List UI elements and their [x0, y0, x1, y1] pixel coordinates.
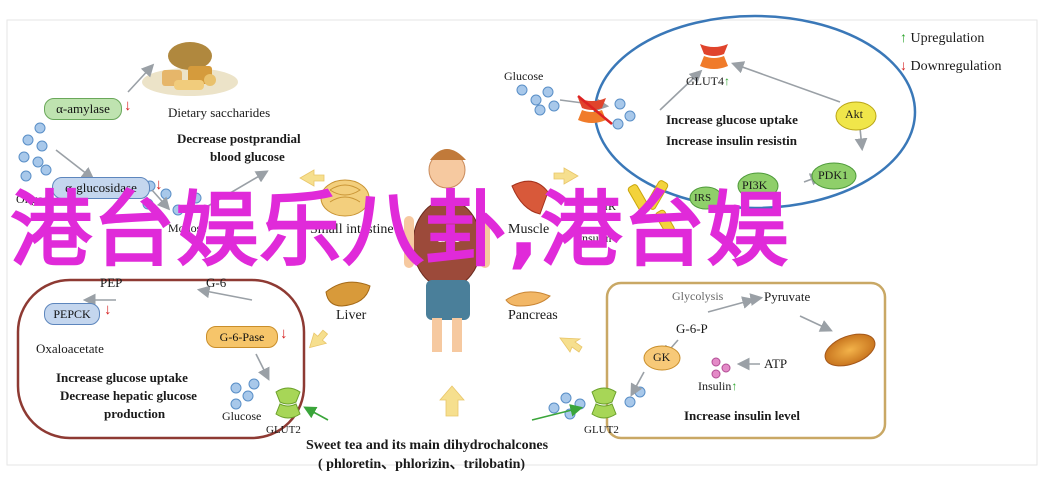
glucose-molecules-top: [516, 84, 636, 130]
insulin-label-bottom: Insulin↑: [698, 379, 738, 393]
glut4-transporter: [577, 44, 728, 125]
pepck-pill: PEPCK: [44, 303, 100, 325]
oxaloacetate-label: Oxaloacetate: [36, 341, 104, 356]
increase-insulin-level: Increase insulin level: [684, 408, 801, 423]
small-intestine-icon: [320, 179, 370, 217]
gk-node: [643, 345, 681, 371]
small-intestine-label: Small intestine: [310, 222, 394, 237]
akt-label: Akt: [845, 107, 863, 121]
glucose-label-top: Glucose: [504, 69, 544, 83]
glut4-up-arrow-icon: ↑: [724, 74, 730, 88]
down-arrow-icon: ↓: [900, 59, 907, 74]
oligose-label: Oligose: [16, 192, 54, 206]
glut2-label-right: GLUT2: [584, 424, 619, 436]
liver-cell-outline: [16, 278, 306, 440]
atp-label: ATP: [764, 356, 788, 371]
ir-up-arrow-icon: ↑: [598, 199, 604, 213]
amylase-down-arrow-icon: ↓: [124, 98, 132, 114]
glut2-transporter-right: [591, 387, 617, 419]
insulin-label-top: Insulin: [578, 231, 612, 245]
dietary-saccharides-image: [142, 42, 238, 96]
pancreas-label: Pancreas: [508, 308, 558, 323]
legend-upregulation: ↑ Upregulation: [900, 31, 984, 46]
insulin-text: Insulin: [698, 379, 732, 393]
pathway-arrows: [55, 61, 868, 397]
irs-label: IRS: [694, 192, 712, 204]
liver-label: Liver: [336, 308, 367, 323]
ir-text: IR: [604, 199, 616, 213]
pancreas-icon: [505, 291, 551, 307]
pancreas-cell-outline: [605, 281, 887, 440]
pi3k-label: PI3K: [742, 178, 768, 192]
decrease-postprandial-line1: Decrease postprandial: [177, 131, 301, 146]
increase-insulin-resistin: Increase insulin resistin: [666, 133, 797, 148]
muscle-icon: [511, 180, 549, 215]
increase-glucose-uptake-top: Increase glucose uptake: [666, 112, 798, 127]
glut2-transporter-left: [275, 387, 301, 419]
oligose-molecules: [18, 122, 52, 182]
muscle-label: Muscle: [508, 222, 550, 237]
glucose-molecules-bottom-left: [230, 378, 260, 410]
ir-label: ↑IR: [598, 199, 616, 213]
g6pase-pill: G-6-Pase: [206, 326, 278, 348]
glucosidase-down-arrow-icon: ↓: [155, 177, 163, 193]
legend-downregulation: ↓ Downregulation: [900, 59, 1001, 74]
liver-effect-line1: Increase glucose uptake: [56, 370, 188, 385]
outer-frame: [6, 19, 1038, 466]
alpha-amylase-label: α-amylase: [56, 101, 110, 116]
pepck-label: PEPCK: [53, 307, 91, 321]
pep-label: PEP: [100, 275, 123, 290]
insulin-receptor: [627, 180, 675, 235]
gk-label: GK: [653, 350, 671, 364]
alpha-glucosidase-label: α-glucosidase: [65, 180, 137, 195]
up-arrow-icon: ↑: [900, 31, 907, 46]
glut2-label-left: GLUT2: [266, 424, 301, 436]
downregulation-label: Downregulation: [910, 59, 1002, 74]
caption-line2: ( phloretin、phlorizin、trilobatin): [318, 457, 526, 472]
dietary-saccharides-label: Dietary saccharides: [168, 105, 271, 120]
monose-molecules: [142, 180, 202, 216]
pi3k-node: [737, 172, 779, 200]
yellow-arrows: [299, 167, 583, 417]
pepck-down-arrow-icon: ↓: [104, 302, 112, 318]
monose-label: Monose: [168, 221, 207, 235]
dm-label: DM: [438, 230, 460, 245]
g6-label: G-6: [206, 275, 227, 290]
irs-node: [689, 186, 723, 210]
liver-effect-line3: production: [104, 406, 166, 421]
dm-person-figure: [404, 149, 490, 352]
alpha-amylase-pill: α-amylase: [44, 98, 122, 120]
glut4-label: GLUT4↑: [686, 74, 730, 88]
g6pase-down-arrow-icon: ↓: [280, 326, 288, 342]
pdk1-label: PDK1: [818, 168, 849, 182]
liver-icon: [325, 281, 371, 307]
glucose-label-bottom-left: Glucose: [222, 409, 262, 423]
g6pase-label: G-6-Pase: [219, 330, 265, 344]
upregulation-label: Upregulation: [910, 31, 985, 46]
caption-line1: Sweet tea and its main dihydrochalcones: [306, 438, 549, 453]
pyruvate-label: Pyruvate: [764, 289, 811, 304]
green-arrows: [303, 404, 584, 421]
akt-node: [835, 101, 877, 131]
decrease-postprandial-line2: blood glucose: [210, 149, 285, 164]
glycolysis-label: Glycolysis: [672, 289, 724, 303]
mitochondrion-icon: [824, 333, 876, 367]
g6p-label: G-6-P: [676, 321, 708, 336]
glut4-text: GLUT4: [686, 74, 724, 88]
insulin-dots: [711, 357, 731, 379]
insulin-up-arrow-icon: ↑: [731, 379, 738, 393]
pdk1-node: [811, 162, 857, 190]
liver-effect-line2: Decrease hepatic glucose: [60, 388, 197, 403]
watermark-text: 港台娱乐八卦,港台娱: [10, 183, 790, 278]
alpha-glucosidase-pill: α-glucosidase: [52, 177, 150, 199]
